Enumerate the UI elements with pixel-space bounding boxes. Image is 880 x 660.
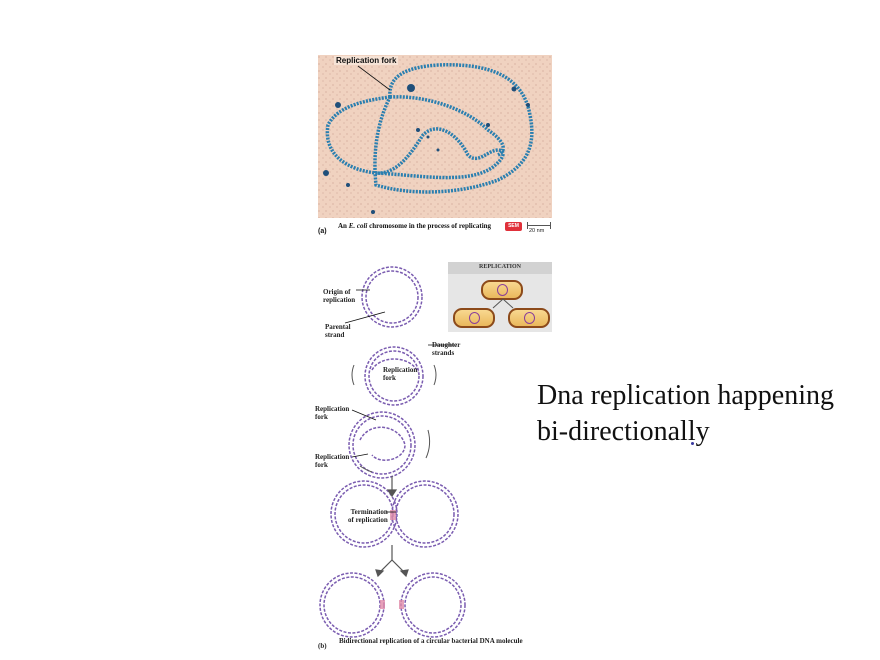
scale-bar: 20 nm xyxy=(527,222,551,236)
chromosome-image xyxy=(318,55,552,218)
panel-b-caption: Bidirectional replication of a circular … xyxy=(339,637,523,645)
slide-text-line-1: Dna replication happening xyxy=(537,380,835,411)
slide-text-line-2: bi-directionally xyxy=(537,416,710,447)
panel-b-letter: (b) xyxy=(318,642,327,650)
daughter-cell-icon xyxy=(508,308,550,328)
caption-text: An xyxy=(338,222,349,230)
slide-text: Dna replication happening bi-directional… xyxy=(537,378,834,450)
bidirectional-replication-diagram xyxy=(319,266,466,638)
scale-bar-label: 20 nm xyxy=(529,228,545,234)
panel-a-caption: An E. coli chromosome in the process of … xyxy=(338,222,491,230)
caption-species: E. coli xyxy=(348,222,368,230)
fork-pointer-line xyxy=(357,65,391,91)
cursor-dot xyxy=(691,442,694,445)
replication-inset: REPLICATION xyxy=(448,262,552,332)
replication-fork-label: Replication fork xyxy=(334,56,399,65)
caption-text: chromosome in the process of replicating xyxy=(367,222,492,230)
split-arrows-icon xyxy=(492,298,514,309)
parent-cell-icon xyxy=(481,280,523,300)
daughter-cell-icon xyxy=(453,308,495,328)
inset-title: REPLICATION xyxy=(448,262,552,274)
ecoli-micrograph xyxy=(318,55,552,218)
sem-badge: SEM xyxy=(505,222,522,231)
panel-a-letter: (a) xyxy=(318,228,327,235)
